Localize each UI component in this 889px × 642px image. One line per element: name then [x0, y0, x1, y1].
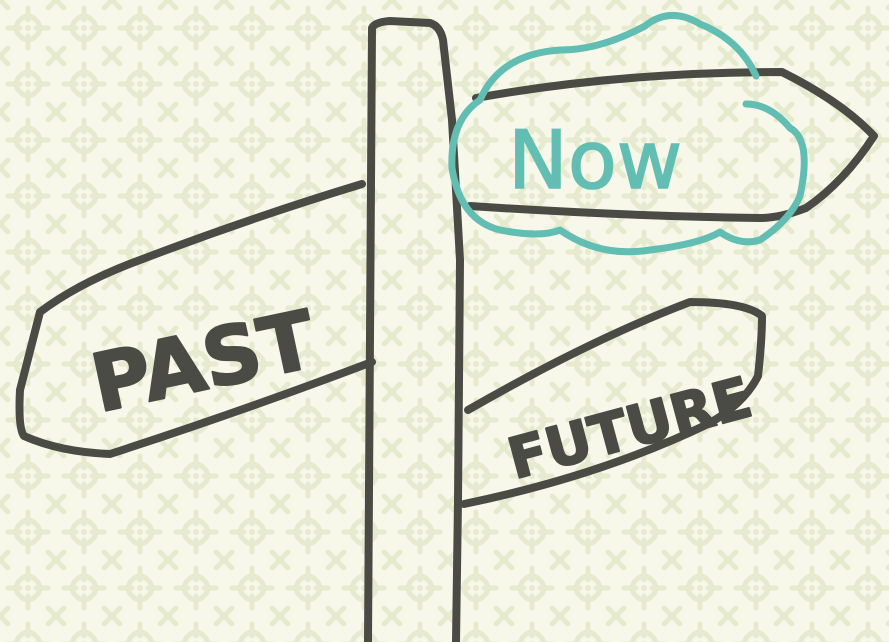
- future-label: FUTURE: [501, 365, 758, 492]
- past-label: PAST: [83, 293, 323, 431]
- now-label: Now: [508, 114, 682, 207]
- signpost-pole: [368, 21, 460, 642]
